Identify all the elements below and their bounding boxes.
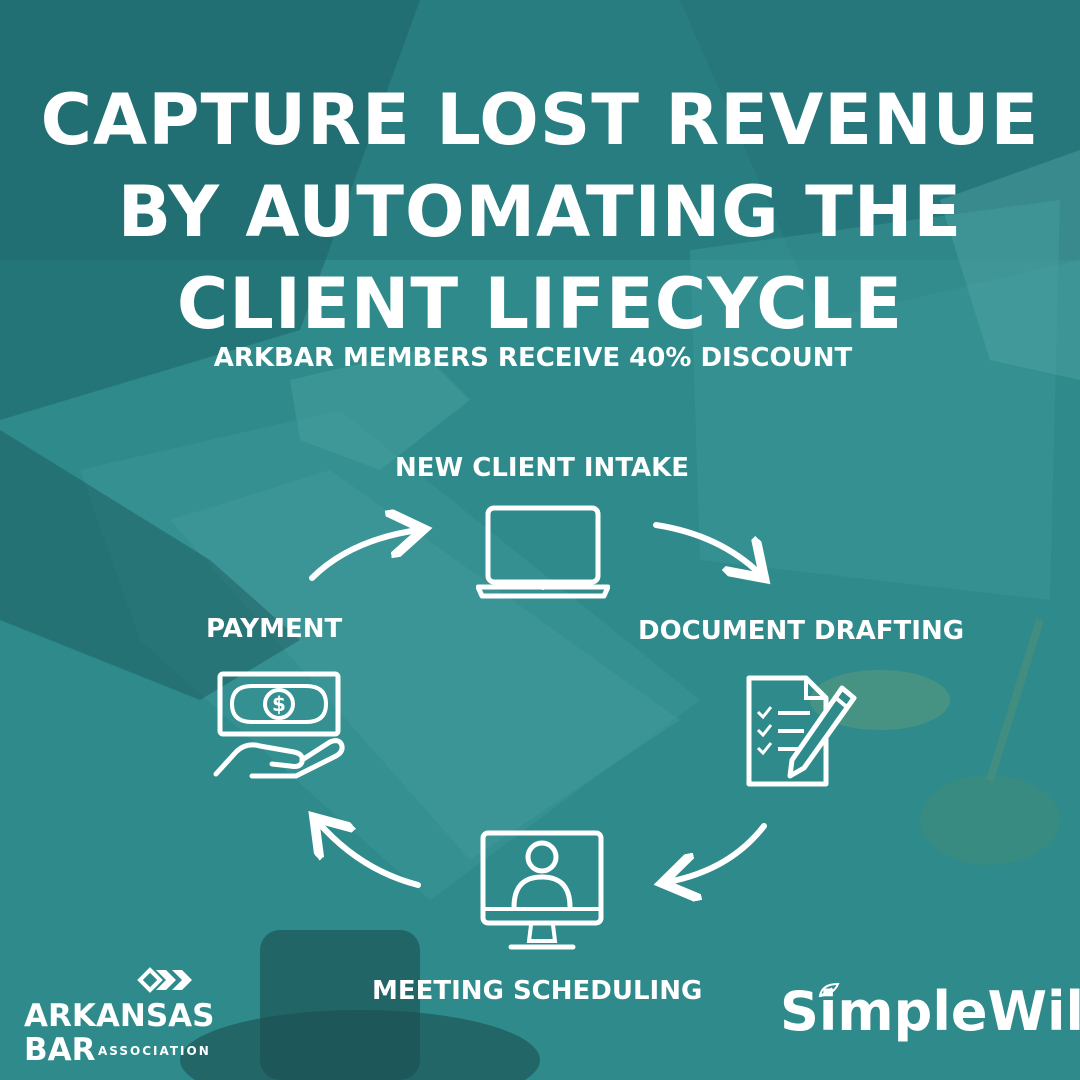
- laptop-icon: [476, 505, 610, 599]
- logo-text-simplewill: SimpleWill: [780, 980, 1080, 1043]
- curved-arrow-icon: [653, 522, 760, 574]
- discount-subhead: ARKBAR MEMBERS RECEIVE 40% DISCOUNT: [213, 343, 853, 373]
- svg-text:$: $: [272, 692, 286, 716]
- chevron-logo-icon: [137, 967, 192, 993]
- curved-arrow-icon: [668, 823, 767, 882]
- video-meeting-monitor-icon: [480, 830, 604, 950]
- logo-text-bar: BAR: [24, 1032, 96, 1068]
- stage-label-drafting: DOCUMENT DRAFTING: [638, 616, 965, 646]
- headline-line-2: BY AUTOMATING THE: [117, 171, 963, 253]
- money-hand-icon: $: [213, 671, 345, 779]
- stage-label-payment: PAYMENT: [206, 614, 343, 644]
- headline-line-3: CLIENT LIFECYCLE: [176, 263, 904, 345]
- logo-text-association: ASSOCIATION: [98, 1044, 211, 1058]
- logo-text-arkansas: ARKANSAS: [24, 998, 215, 1034]
- curved-arrow-icon: [309, 530, 418, 581]
- arkansas-bar-logo: ARKANSAS BAR ASSOCIATION: [24, 960, 224, 1068]
- headline: CAPTURE LOST REVENUE BY AUTOMATING THE C…: [0, 74, 1080, 350]
- curved-arrow-icon: [318, 822, 421, 888]
- stage-label-scheduling: MEETING SCHEDULING: [372, 976, 703, 1006]
- headline-line-1: CAPTURE LOST REVENUE: [40, 79, 1040, 161]
- document-pen-icon: [746, 675, 857, 787]
- simplewill-logo: SimpleWill: [780, 980, 1080, 1060]
- leaf-icon: [818, 982, 840, 998]
- stage-label-intake: NEW CLIENT INTAKE: [395, 453, 690, 483]
